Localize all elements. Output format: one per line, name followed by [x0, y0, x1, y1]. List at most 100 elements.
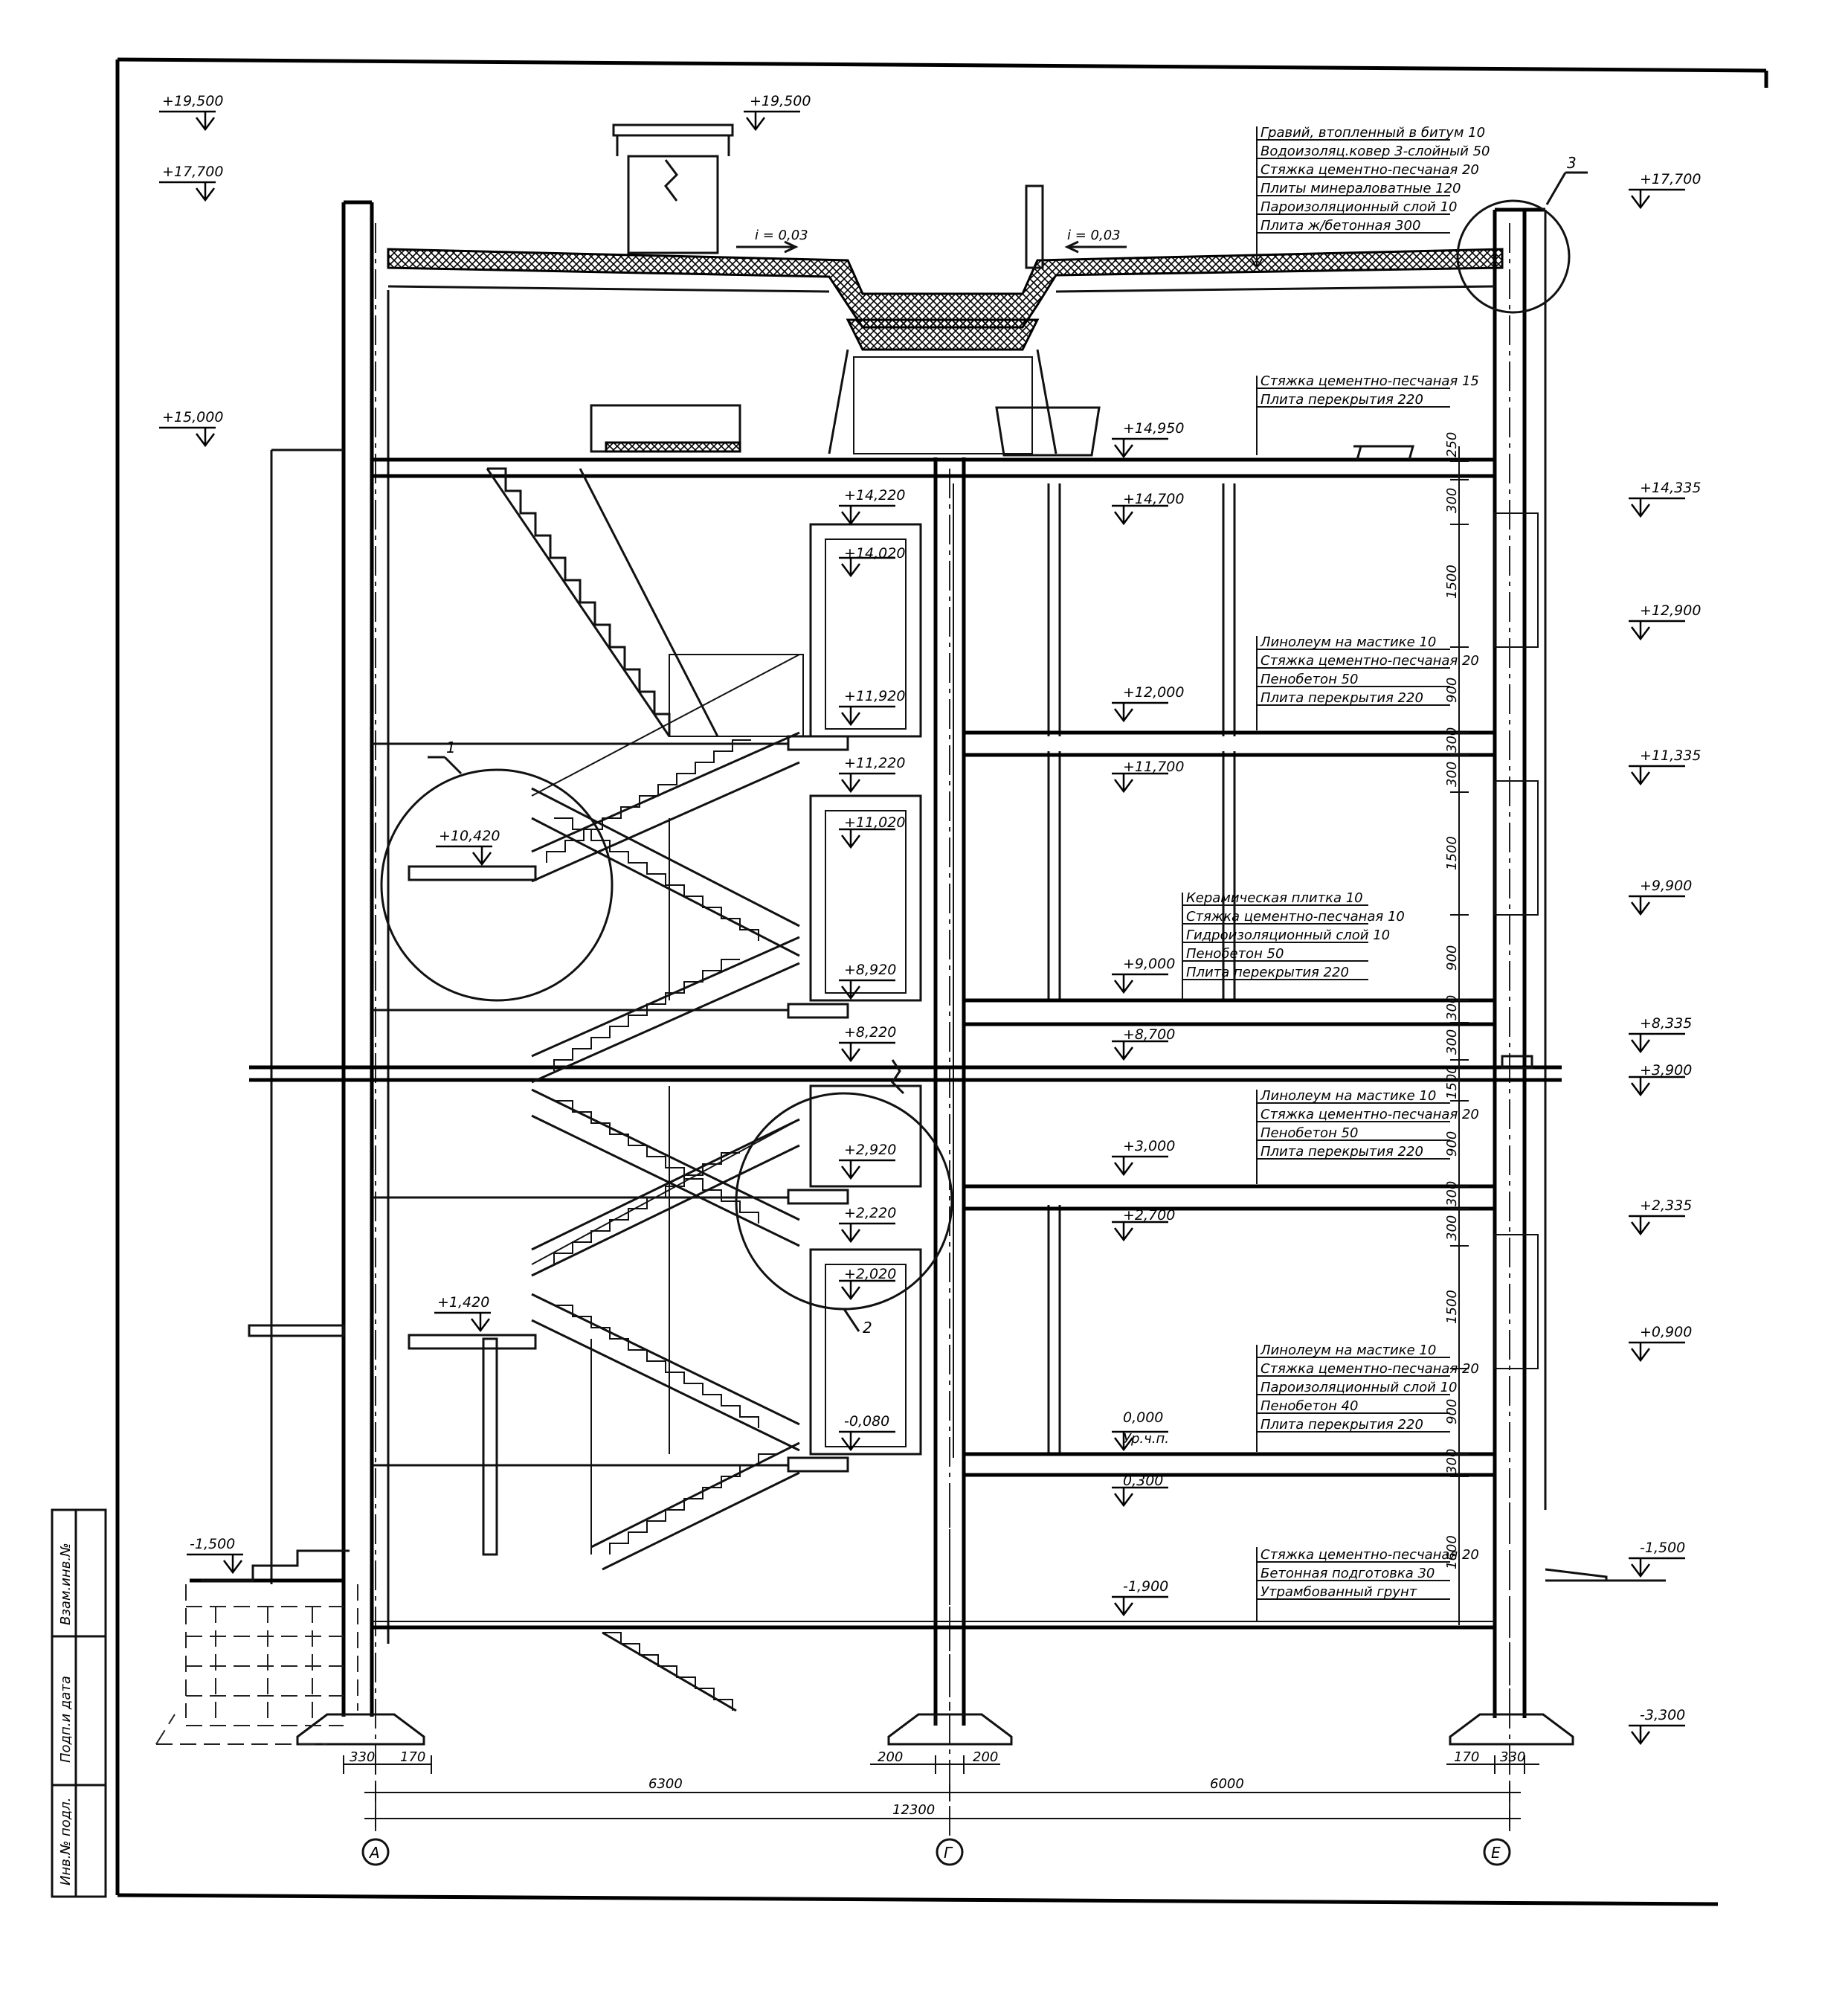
axis-marker-a: [361, 1838, 390, 1866]
level-right-2335: +2,335: [1640, 1197, 1692, 1214]
vdim-12: 300: [1444, 1181, 1460, 1206]
floor4-layer-3: Пенобетон 50: [1261, 672, 1358, 687]
floor1-layer-5: Плита перекрытия 220: [1261, 1417, 1423, 1433]
dim-200-left: 200: [878, 1749, 903, 1765]
vdim-15: 900: [1444, 1399, 1460, 1424]
level-left-19500: +19,500: [162, 93, 223, 109]
level-left-17700: +17,700: [162, 164, 223, 180]
mark-12000: +12,000: [1123, 684, 1184, 701]
vdim-0: 250: [1444, 432, 1460, 457]
bottom-dimensions: 330 170 200 200 170 330 6300 6000 12300: [343, 1749, 1539, 1827]
floor4-layer-4: Плита перекрытия 220: [1261, 690, 1423, 706]
vdim-11: 900: [1444, 1131, 1460, 1157]
mark-9000: +9,000: [1123, 956, 1175, 972]
axis-label-e: Е: [1491, 1844, 1501, 1862]
stair-mark-10420: +10,420: [439, 828, 500, 844]
vdim-6: 1500: [1444, 836, 1460, 870]
wet-layer-3: Гидроизоляционный слой 10: [1186, 927, 1390, 943]
stamp-field-signature: Подп.и дата: [58, 1676, 74, 1763]
attic-layer-1: Стяжка цементно-песчаная 15: [1261, 373, 1479, 389]
mark-11700: +11,700: [1123, 759, 1184, 775]
stair-mark-14020: +14,020: [844, 545, 905, 562]
floor1-layer-4: Пенобетон 40: [1261, 1398, 1358, 1414]
vdim-4: 300: [1444, 727, 1460, 753]
mark-0000: 0,000: [1123, 1409, 1163, 1426]
wet-layer-2: Стяжка цементно-песчаная 10: [1186, 909, 1405, 925]
axis-label-g: Г: [944, 1844, 953, 1862]
level-left-15000: +15,000: [162, 409, 223, 425]
floor-level-marks: +14,950 +14,700 +12,000 +11,700 +9,000 +…: [1110, 420, 1184, 1616]
dim-12300: 12300: [892, 1802, 935, 1818]
basement-layers-spec: Стяжка цементно-песчаная 20 Бетонная под…: [1256, 1547, 1479, 1621]
stair-mark-11920: +11,920: [844, 688, 905, 704]
roof-layer-4: Плиты минераловатные 120: [1261, 181, 1461, 196]
roof-slope-left: i = 0,03: [755, 228, 808, 243]
level-right-8335: +8,335: [1640, 1015, 1692, 1032]
left-level-marks: +19,500 +17,700 +15,000 +19,500 -1,500: [158, 93, 811, 1574]
dim-200-right: 200: [973, 1749, 998, 1765]
vdim-8: 300: [1444, 995, 1460, 1020]
dim-330-left: 330: [350, 1749, 375, 1765]
stair-mark-2020: +2,020: [844, 1266, 896, 1282]
floor-slabs: [190, 730, 1666, 1630]
stair-mark-14220: +14,220: [844, 487, 905, 504]
stair-mark-1420: +1,420: [437, 1294, 489, 1311]
wet-layer-4: Пенобетон 50: [1186, 946, 1284, 962]
level-right-minus3300: -3,300: [1640, 1707, 1685, 1723]
stair-mark-2220: +2,220: [844, 1205, 896, 1221]
dim-330-right: 330: [1500, 1749, 1525, 1765]
dim-6000: 6000: [1210, 1776, 1244, 1792]
dim-170-left: 170: [400, 1749, 425, 1765]
vdim-16: 300: [1444, 1449, 1460, 1474]
vdim-3: 900: [1444, 678, 1460, 703]
floor2-layer-4: Плита перекрытия 220: [1261, 1144, 1423, 1160]
vdim-13: 300: [1444, 1215, 1460, 1241]
floor4-layer-2: Стяжка цементно-песчаная 20: [1261, 653, 1479, 669]
mark-3000: +3,000: [1123, 1138, 1175, 1154]
basement-layer-2: Бетонная подготовка 30: [1261, 1566, 1435, 1581]
stair-mark-11220: +11,220: [844, 755, 905, 771]
roof-layer-3: Стяжка цементно-песчаная 20: [1261, 162, 1479, 178]
level-right-17700: +17,700: [1640, 171, 1701, 187]
callout-number-1: 1: [446, 739, 456, 756]
detail-callout-1: [380, 768, 614, 1002]
stair-mark-8220: +8,220: [844, 1024, 896, 1041]
floor2-layers-spec: Линолеум на мастике 10 Стяжка цементно-п…: [1256, 1088, 1479, 1184]
dim-170-right: 170: [1454, 1749, 1479, 1765]
mark-minus1900: -1,900: [1123, 1578, 1168, 1595]
floor1-layer-3: Пароизоляционный слой 10: [1261, 1380, 1458, 1395]
vdim-5: 300: [1444, 762, 1460, 787]
foundations: [155, 1488, 1574, 1746]
basement-layer-1: Стяжка цементно-песчаная 20: [1261, 1547, 1479, 1563]
dim-6300: 6300: [648, 1776, 683, 1792]
mark-14700: +14,700: [1123, 491, 1184, 507]
floor1-layers-spec: Линолеум на мастике 10 Стяжка цементно-п…: [1256, 1343, 1479, 1452]
mark-8700: +8,700: [1123, 1026, 1175, 1043]
detail-callouts: 1 2: [380, 739, 953, 1337]
floor4-layers-spec: Линолеум на мастике 10 Стяжка цементно-п…: [1256, 634, 1479, 730]
level-right-0900: +0,900: [1640, 1324, 1692, 1340]
grid-axes: А Г Е: [361, 223, 1511, 1866]
side-stamp: Взам.инв.№ Подп.и дата Инв.№ подл.: [51, 1508, 107, 1898]
stair-level-marks: +14,220 +14,020 +11,920 +11,220 +11,020 …: [433, 487, 905, 1451]
mark-floor-level-label: Ур.ч.п.: [1123, 1431, 1169, 1447]
axis-marker-g: [936, 1838, 964, 1866]
level-roof-19500: +19,500: [750, 93, 811, 109]
roof-slope-right: i = 0,03: [1067, 228, 1121, 243]
floor1-layer-2: Стяжка цементно-песчаная 20: [1261, 1361, 1479, 1377]
door-openings: [809, 523, 922, 1456]
wet-room-layers-spec: Керамическая плитка 10 Стяжка цементно-п…: [1182, 890, 1405, 1000]
level-left-ground: -1,500: [190, 1536, 235, 1552]
level-right-11335: +11,335: [1640, 747, 1701, 764]
walls: [248, 200, 1547, 1726]
callout-number-3: 3: [1567, 154, 1577, 172]
roof-layer-2: Водоизоляц.ковер 3-слойный 50: [1261, 144, 1490, 159]
mark-0300: 0,300: [1123, 1473, 1163, 1489]
basement-layer-3: Утрамбованный грунт: [1261, 1584, 1417, 1600]
detail-callout-3: [1456, 199, 1571, 314]
level-right-9900: +9,900: [1640, 878, 1692, 894]
floor2-layer-2: Стяжка цементно-песчаная 20: [1261, 1107, 1479, 1122]
level-right-minus1500: -1,500: [1640, 1540, 1685, 1556]
stair-mark-2920: +2,920: [844, 1142, 896, 1158]
